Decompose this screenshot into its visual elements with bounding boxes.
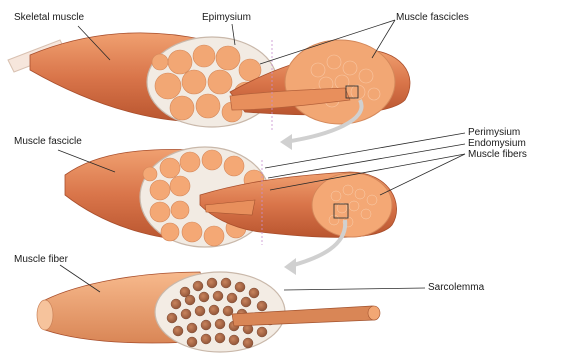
label-muscle-fiber: Muscle fiber — [14, 254, 68, 266]
muscle-fascicle-illustration — [65, 147, 397, 247]
label-muscle-fibers: Muscle fibers — [468, 149, 527, 161]
label-epimysium: Epimysium — [202, 12, 251, 24]
label-sarcolemma: Sarcolemma — [428, 282, 484, 294]
label-muscle-fascicle: Muscle fascicle — [14, 136, 82, 148]
label-muscle-fascicles: Muscle fascicles — [396, 12, 469, 24]
skeletal-muscle-illustration — [8, 33, 410, 130]
label-skeletal-muscle: Skeletal muscle — [14, 12, 84, 24]
